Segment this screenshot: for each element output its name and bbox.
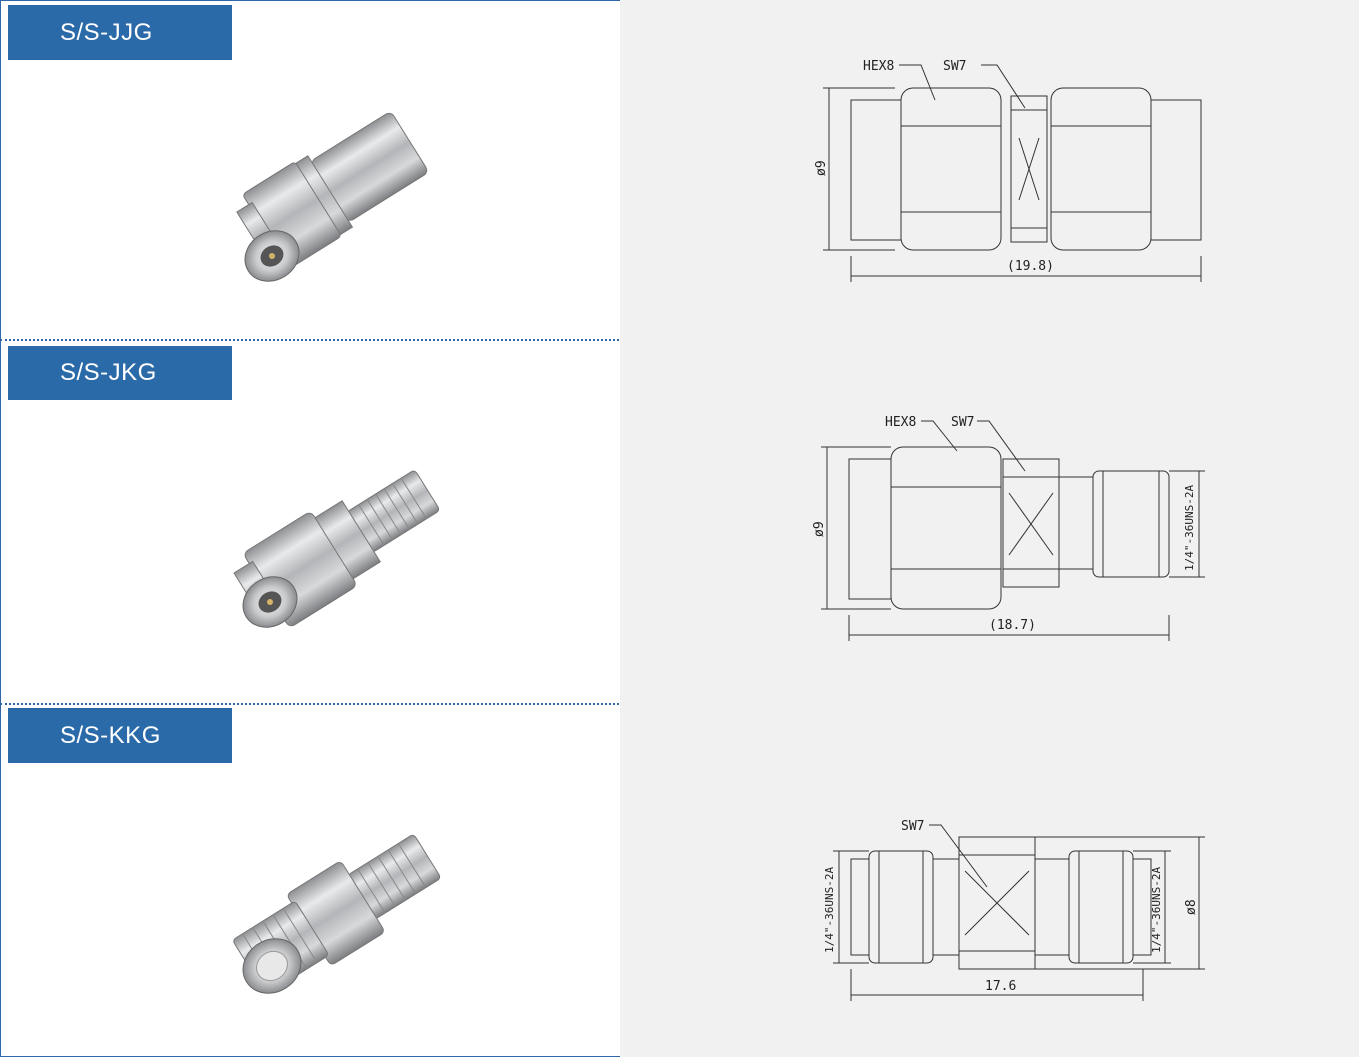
drawing-panel [620,339,1359,703]
thread-label-right: 1/4"-36UNS-2A [1150,867,1163,953]
drawing-panel [620,0,1359,339]
product-section-kkg: S/S-KKG [0,703,1359,1057]
length-label: (19.8) [1007,259,1054,274]
diameter-label: ø9 [812,521,827,537]
hex-label: HEX8 [885,415,916,430]
product-section-jkg: S/S-JKG [0,339,1359,703]
model-tab: S/S-KKG [8,708,232,763]
length-label: 17.6 [985,979,1016,994]
female-to-female-adapter-photo [228,808,450,1018]
thread-label: 1/4"-36UNS-2A [1183,485,1196,571]
male-to-female-adapter-photo [228,442,450,652]
product-section-jjg: S/S-JJG [0,0,1359,339]
sw-label: SW7 [951,415,974,430]
length-label: (18.7) [989,618,1036,633]
thread-label-left: 1/4"-36UNS-2A [823,867,836,953]
diameter-label: ø8 [1184,899,1199,915]
hex-label: HEX8 [863,59,894,74]
dimension-drawing: HEX8 SW7 ø9 (18.7) 1/4"-36UNS-2A [812,415,1205,641]
dimension-drawing: SW7 1/4"-36UNS-2A 1/4"-36UNS-2A ø8 17.6 [823,819,1205,1001]
model-tab: S/S-JJG [8,5,232,60]
male-to-male-adapter-photo [232,78,452,290]
drawing-panel [620,703,1359,1057]
model-tab: S/S-JKG [8,346,232,400]
diameter-label: ø9 [814,160,829,176]
dimension-drawing: HEX8 SW7 ø9 (19.8) [814,59,1202,282]
sw-label: SW7 [901,819,924,834]
sw-label: SW7 [943,59,966,74]
